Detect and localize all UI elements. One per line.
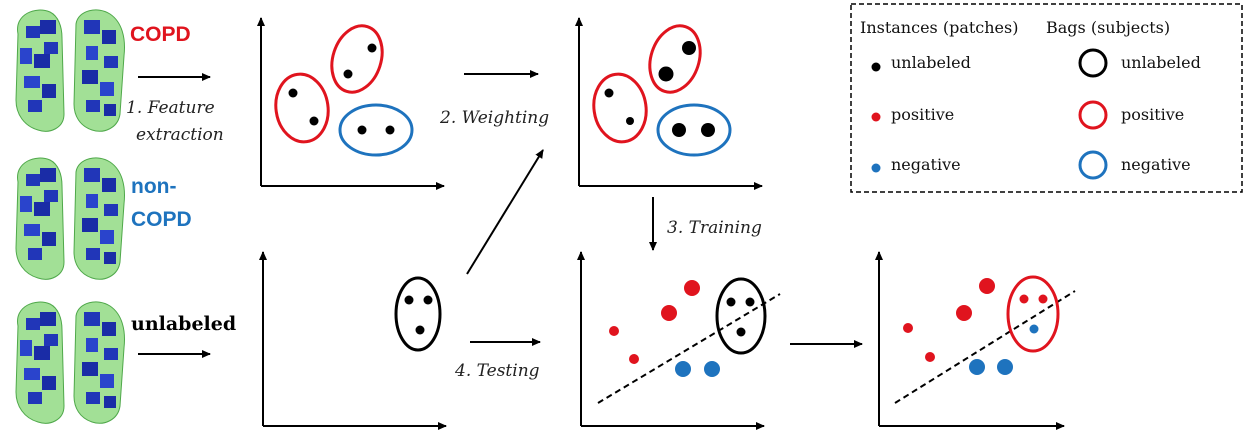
instance-unlabeled — [288, 88, 298, 98]
instance-unlabeled — [626, 117, 634, 125]
label-non-copd-line1: non- — [131, 175, 176, 198]
feature-space-plot-labeled — [257, 17, 445, 190]
bag-unlabeled — [394, 276, 442, 352]
instance-negative — [675, 361, 691, 377]
lung-render-copd — [15, 9, 125, 132]
instance-unlabeled — [367, 43, 377, 53]
lung-render-unlabeled — [15, 301, 125, 424]
instance-positive — [979, 278, 995, 294]
instance-positive — [1019, 294, 1029, 304]
instance-unlabeled — [701, 123, 715, 137]
label-copd: COPD — [130, 23, 191, 46]
bag-negative — [338, 103, 414, 157]
instance-unlabeled — [309, 116, 319, 126]
decision-boundary — [597, 293, 781, 404]
label-unlabeled: unlabeled — [131, 313, 236, 335]
instance-unlabeled — [682, 41, 696, 55]
bag-unlabeled — [715, 277, 767, 355]
bag-negative — [656, 103, 732, 157]
bag-positive — [274, 72, 330, 144]
instance-positive — [609, 326, 619, 336]
decision-boundary — [894, 290, 1076, 404]
feature-space-plot-unlabeled — [259, 251, 447, 430]
instance-unlabeled — [604, 88, 614, 98]
legend-bag-negative-label: negative — [1121, 155, 1191, 174]
legend-instance-negative-label: negative — [891, 155, 961, 174]
lung-render-non-copd — [15, 157, 125, 280]
legend-box: Instances (patches) Bags (subjects) unla… — [850, 3, 1243, 193]
instance-unlabeled — [726, 297, 736, 307]
feature-space-plot-testing — [577, 251, 781, 430]
legend-header-bags: Bags (subjects) — [1046, 18, 1170, 37]
instance-unlabeled — [672, 123, 686, 137]
instance-unlabeled — [385, 125, 395, 135]
legend-instance-negative-dot — [871, 163, 881, 173]
bag-positive — [648, 24, 702, 94]
bag-positive — [592, 72, 648, 144]
legend-instance-unlabeled-label: unlabeled — [891, 53, 971, 72]
legend-bag-positive-ring — [1078, 100, 1108, 130]
bag-positive — [330, 24, 384, 94]
instance-negative — [969, 359, 985, 375]
legend-bag-negative-ring — [1078, 150, 1108, 180]
instance-positive — [956, 305, 972, 321]
instance-unlabeled — [658, 66, 674, 82]
instance-unlabeled — [745, 297, 755, 307]
arrow-up-right-icon — [466, 149, 544, 275]
instance-unlabeled — [415, 325, 425, 335]
instance-negative — [704, 361, 720, 377]
instance-unlabeled — [343, 69, 353, 79]
feature-space-plot-weighted — [575, 17, 763, 190]
instance-positive — [903, 323, 913, 333]
legend-instance-positive-label: positive — [891, 105, 954, 124]
legend-bag-unlabeled-ring — [1078, 48, 1108, 78]
step-weighting: 2. Weighting — [439, 108, 549, 128]
instance-positive — [684, 280, 700, 296]
legend-instance-positive-dot — [871, 112, 881, 122]
instance-unlabeled — [736, 327, 746, 337]
legend-bag-positive-label: positive — [1121, 105, 1184, 124]
instance-positive — [629, 354, 639, 364]
legend-instance-unlabeled-dot — [871, 62, 881, 72]
bag-positive-predicted — [1006, 275, 1060, 353]
label-non-copd-line2: COPD — [131, 208, 192, 231]
instance-positive — [1038, 294, 1048, 304]
legend-header-instances: Instances (patches) — [860, 18, 1018, 37]
feature-space-plot-result — [875, 251, 1076, 430]
instance-negative — [1029, 324, 1039, 334]
step-feature-extraction-line1: 1. Feature — [126, 98, 215, 118]
instance-positive — [925, 352, 935, 362]
instance-unlabeled — [404, 295, 414, 305]
instance-unlabeled — [357, 125, 367, 135]
step-testing: 4. Testing — [454, 361, 540, 381]
instance-positive — [661, 305, 677, 321]
step-training: 3. Training — [667, 218, 762, 238]
instance-negative — [997, 359, 1013, 375]
step-feature-extraction-line2: extraction — [136, 125, 224, 145]
legend-bag-unlabeled-label: unlabeled — [1121, 53, 1201, 72]
instance-unlabeled — [423, 295, 433, 305]
